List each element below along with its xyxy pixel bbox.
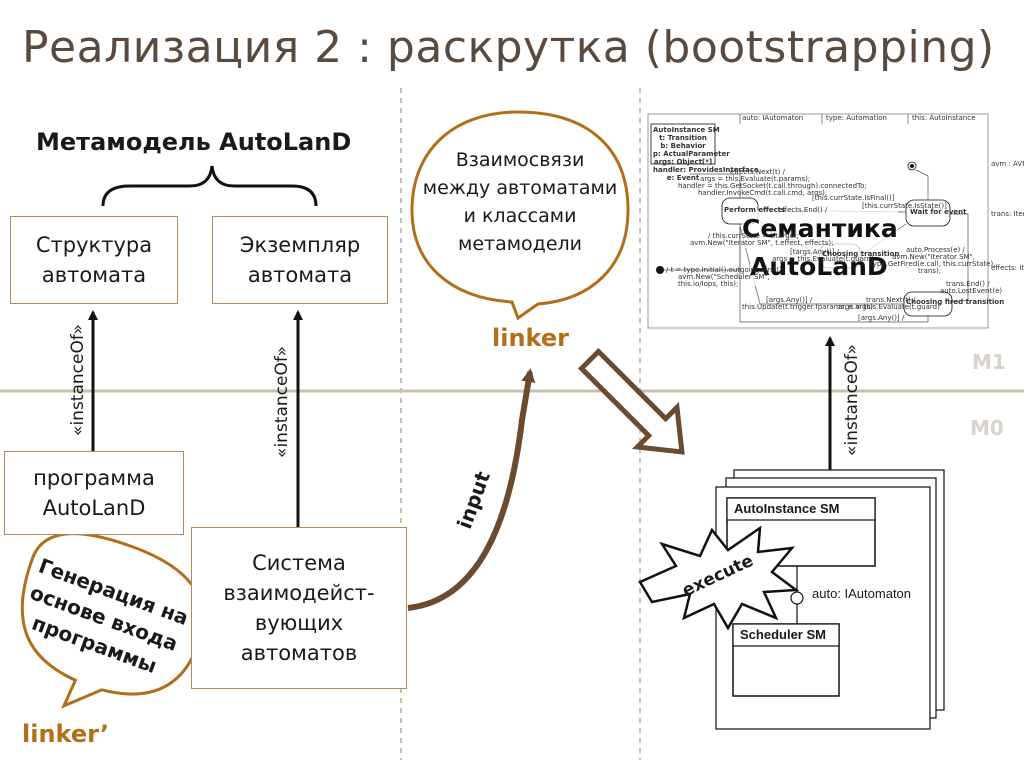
uml-code-19: trans.End() /: [946, 280, 990, 288]
bubble-top-line-4: метамодели: [457, 233, 582, 255]
uml-code-23: trans.Next(t) /: [866, 296, 916, 304]
semantics-label: Семантика AutoLanD: [742, 210, 898, 286]
system-line-3: вующих: [254, 611, 344, 635]
uml-code-3: handler = this.GetSocket(t.call.through)…: [678, 182, 867, 190]
uml-top-label-3: this: AutoInstance: [912, 114, 976, 122]
uml-class-line-7: e: Event: [666, 174, 700, 182]
level-m1: M1: [972, 350, 1006, 374]
auto-interface-label: auto: IAutomaton: [812, 586, 912, 601]
bubble-top-line-2: между автоматами: [422, 177, 618, 199]
instanceof-label-middle: «instanceOf»: [272, 346, 292, 458]
uml-class-line-6: handler: ProvidesInterface: [653, 166, 759, 174]
system-box: Система взаимодейст- вующих автоматов: [191, 527, 407, 689]
linker-output-arrow: [577, 347, 685, 455]
bubble-top-shape: [410, 110, 630, 321]
uml-code-7: [this.currState.IsState()]: [862, 202, 947, 210]
scheduler-sm-label: Scheduler SM: [740, 627, 826, 642]
uml-code-9: avm.New("Iterator SM", t.effect, effects…: [690, 239, 834, 247]
structure-line-1: Структура: [35, 233, 153, 257]
instance-box: Экземпляр автомата: [212, 216, 388, 304]
uml-code-8: / this.currState = t.target;: [708, 232, 799, 240]
instance-line-1: Экземпляр: [239, 233, 361, 257]
uml-top-label-1: auto: IAutomaton: [742, 114, 804, 122]
metamodel-brace: [101, 165, 318, 207]
uml-class-line-1: AutoInstance SM: [653, 126, 720, 134]
bubble-top-text: Взаимосвязи между автоматами и классами …: [412, 146, 628, 258]
program-line-1: программа: [33, 466, 155, 490]
system-line-4: автоматов: [240, 641, 358, 665]
slide-title: Реализация 2 : раскрутка (bootstrapping): [22, 22, 995, 73]
interface-socket-icon: [790, 591, 804, 605]
uml-code-4: handler.InvokeCmd(t.call.cmd, args);: [698, 189, 828, 197]
uml-state-perform-label: Perform effects: [724, 206, 786, 214]
semantics-line-2: AutoLanD: [750, 248, 888, 286]
uml-code-11: args = this.Evaluate(t.guard): [772, 255, 874, 263]
uml-class-line-5: args: Object[*]: [653, 158, 713, 166]
uml-top-label-2: type: Automation: [826, 114, 887, 122]
bubble-top-line-3: и классами: [463, 205, 577, 227]
linker-prime-label: linker’: [22, 720, 110, 748]
uml-code-17: avm.New("Scheduler SM",: [678, 273, 770, 281]
system-line-2: взаимодейст-: [223, 581, 375, 605]
uml-code-16: / t = type.Initial().outgoing.First();: [666, 266, 785, 274]
bubble-top-line-1: Взаимосвязи: [455, 149, 585, 171]
uml-code-10: [targs.Any()] /: [790, 248, 839, 256]
autoinstance-sm-label: AutoInstance SM: [734, 501, 840, 516]
uml-class-text: AutoInstance SM t: Transition b: Behavio…: [653, 126, 759, 182]
uml-class-line-2: t: Transition: [659, 134, 707, 142]
uml-code-21: [args.Any()] /: [766, 296, 813, 304]
instanceof-label-right: «instanceOf»: [842, 344, 862, 456]
uml-code-5: [this.currState.IsFinal()]: [812, 194, 895, 202]
uml-code-15: trans);: [918, 267, 942, 275]
uml-initial-state-icon: [656, 266, 664, 274]
uml-class-line-3: b: Behavior: [660, 142, 706, 150]
uml-code-14: type.GetFired(e.call, this.currState),: [870, 260, 996, 268]
execute-burst-icon: [638, 525, 800, 631]
linker-label: linker: [492, 324, 569, 352]
system-line-1: Система: [252, 551, 346, 575]
uml-code-20: auto.LostEvent(e): [940, 287, 1003, 295]
uml-class-box: [650, 123, 716, 165]
semantics-line-1: Семантика: [742, 210, 898, 248]
uml-code-22: this.Update(t.trigger.fparams, e.args): [742, 303, 873, 311]
level-m0: M0: [970, 416, 1004, 440]
input-arrow: [407, 368, 536, 611]
uml-code-25: [args.Any()] /: [858, 314, 905, 322]
uml-code-2: args = this.Evaluate(t.params);: [700, 175, 811, 183]
instanceof-label-left: «instanceOf»: [68, 324, 88, 436]
uml-code-13: avm.New("Iterator SM",: [892, 253, 976, 261]
uml-state-fired-label: Choosing fired transition: [906, 298, 1005, 306]
uml-side-label-3: effects: Iterator: [991, 264, 1024, 272]
structure-line-2: автомата: [41, 263, 147, 287]
uml-code-12: auto.Process(e) /: [906, 246, 965, 254]
uml-side-label-1: avm : AVM: [991, 160, 1024, 168]
uml-code-1: effects.Next(t) /: [730, 168, 785, 176]
uml-state-choosing-label: Choosing transition: [822, 250, 900, 258]
uml-code-18: this.io/Iops, this);: [678, 280, 739, 288]
uml-class-line-4: p: ActualParameter: [653, 150, 730, 158]
metamodel-title: Метамодель AutoLanD: [36, 128, 352, 156]
uml-code-6: effects.End() /: [778, 206, 828, 214]
uml-side-label-2: trans: Iterator: [991, 210, 1024, 218]
uml-code-24: args = this.Evaluate(t.guard): [838, 303, 940, 311]
instance-line-2: автомата: [247, 263, 353, 287]
structure-box: Структура автомата: [10, 216, 178, 304]
uml-state-wait-label: Wait for event: [910, 208, 967, 216]
program-line-2: AutoLanD: [42, 496, 146, 520]
